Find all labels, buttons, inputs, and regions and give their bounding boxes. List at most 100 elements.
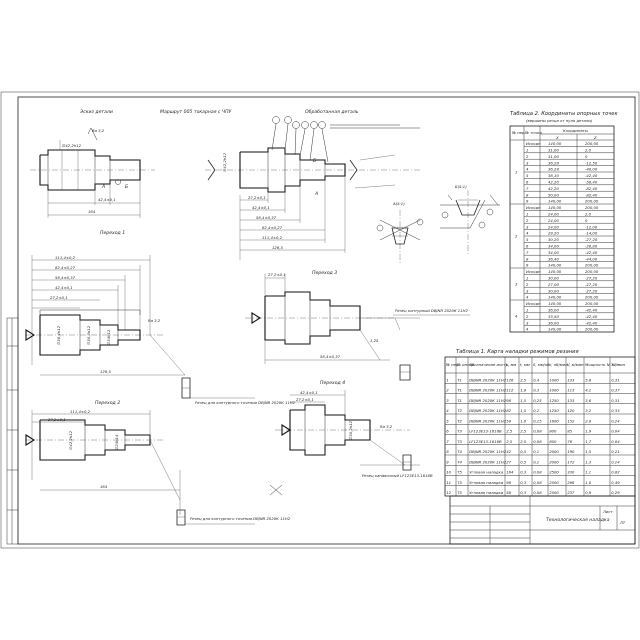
table-modes-cell: 1250 bbox=[549, 408, 559, 413]
table-points-cell: 38,10 bbox=[548, 173, 559, 178]
transition-4-view: 42,4±0,1 27,2±0,1 ∅30,2h12 Резец канавоч… bbox=[269, 390, 433, 496]
t1-dim-1: 111,4±0,2 bbox=[55, 255, 76, 260]
table-modes-cell: 0,31 bbox=[611, 398, 619, 403]
table-points-cell: -12,50 bbox=[585, 160, 598, 165]
table-modes-cell: 2500 bbox=[549, 490, 559, 495]
table-modes-cell: 2500 bbox=[549, 470, 559, 475]
title-block-sheet-code: ЛТ bbox=[619, 520, 626, 525]
table-modes-cell: 5,8 bbox=[585, 377, 592, 382]
table-modes-cell: 4,1 bbox=[585, 388, 591, 393]
table-points-cell: 0 bbox=[585, 218, 588, 223]
t2-dim-total: 164 bbox=[100, 484, 108, 489]
table-points-cell: 24,00 bbox=[548, 224, 559, 229]
t3-tool-note: Резец контурный DВЈNR 2020К 11Н2 bbox=[395, 308, 468, 313]
table-points-cell: -14,00 bbox=[585, 231, 598, 236]
table-points-cell: -42,40 bbox=[585, 314, 598, 319]
table-modes-cell: 330 bbox=[567, 470, 575, 475]
t1-dim-d2: ∅30,2h12 bbox=[86, 325, 91, 345]
sheet-outer-frame bbox=[0, 91, 640, 549]
table-points-cell: 34,00 bbox=[548, 244, 559, 249]
table-modes-cell: 0,04 bbox=[611, 429, 620, 434]
table-modes-cell: 0,3 bbox=[533, 388, 540, 393]
table-points-cell: 2,0 bbox=[585, 148, 592, 153]
mach-dim-2: 42,4±0,1 bbox=[252, 205, 270, 210]
table-modes-cell: 98 bbox=[506, 398, 511, 403]
table-points-cell: Исходн bbox=[526, 301, 541, 306]
table-points-cell: 30,00 bbox=[548, 276, 559, 281]
table-modes-cell: 27 bbox=[506, 459, 511, 464]
t1-dim-4: 42,4±0,1 bbox=[55, 285, 73, 290]
table-modes-cell: 2000 bbox=[549, 449, 559, 454]
transition-2-view: 111,4±0,2 27,2±0,1 164 ∅42,2h12 ∅24h14 Р… bbox=[25, 409, 291, 526]
table-modes-cell: 0,33 bbox=[611, 408, 620, 413]
t4-dim-2: 27,2±0,1 bbox=[296, 397, 314, 402]
table-modes-cell: 4 bbox=[446, 408, 449, 413]
table-points-cell: 8 bbox=[526, 192, 529, 197]
title-block: Технологическая наладка Лист ЛТ bbox=[449, 495, 636, 545]
title-block-sheet-label: Лист bbox=[602, 509, 613, 514]
table-modes-cell: 0,21 bbox=[611, 449, 619, 454]
table-points-cell: 3 bbox=[526, 320, 529, 325]
table-points-cell: 140,00 bbox=[548, 327, 562, 332]
mach-dim-3: 58,4±0,37 bbox=[256, 215, 277, 220]
table-points-group: 4 bbox=[515, 314, 518, 319]
table-modes-cell: 1250 bbox=[549, 398, 559, 403]
table-points-cell: 140,00 bbox=[548, 301, 562, 306]
mach-marker-a: А bbox=[314, 191, 318, 197]
table-modes-cell: Угловая наладка bbox=[469, 470, 504, 475]
table-modes-header: Т₀, мин bbox=[611, 362, 626, 367]
table-modes-cell: DВЈNR 2020К 11Н2 bbox=[469, 418, 507, 423]
machined-part: 27,2±0,1 42,4±0,1 58,4±0,37 82,4±0,27 11… bbox=[205, 116, 420, 260]
table-modes-cell: 0,14 bbox=[611, 459, 620, 464]
table-points-cell: 140,00 bbox=[548, 205, 562, 210]
table-points-cell: 4 bbox=[526, 327, 529, 332]
table-modes-cell: Т3 bbox=[457, 439, 462, 444]
table-points-cell: 31,00 bbox=[548, 154, 559, 159]
mach-dim-4: 82,4±0,27 bbox=[262, 225, 283, 230]
table-modes-cell: 0,5 bbox=[520, 449, 527, 454]
table-modes-header: L, мм bbox=[506, 362, 516, 367]
table-points-cell: -27,20 bbox=[585, 276, 598, 281]
table-points-cell: -44,00 bbox=[585, 256, 598, 261]
table-points-cell: 2 bbox=[526, 314, 529, 319]
table-modes-cell: Т1 bbox=[457, 388, 462, 393]
table-points-cell: -82,40 bbox=[585, 186, 598, 191]
table-points-cell: 5 bbox=[526, 237, 529, 242]
table-points-cell: 140,00 bbox=[548, 269, 562, 274]
table-points-cell: Исходн bbox=[526, 141, 541, 146]
table-modes-cell: 2000 bbox=[549, 459, 559, 464]
table-modes-cell: 286 bbox=[567, 480, 575, 485]
table-points-cell: 200,00 bbox=[585, 269, 599, 274]
label-transition-4: Переход 4 bbox=[320, 380, 345, 386]
table-modes-cell: LF123Е13-1616В bbox=[469, 429, 502, 434]
table-modes-cell: 42 bbox=[506, 449, 511, 454]
table-modes-cell: 0,37 bbox=[611, 388, 620, 393]
table-points-cell: 27,00 bbox=[548, 282, 559, 287]
table-modes-cell: 0,25 bbox=[533, 398, 542, 403]
table-modes-cell: 9 bbox=[446, 459, 449, 464]
table-modes-cell: 2,5 bbox=[506, 439, 513, 444]
table-modes-cell: 190 bbox=[567, 449, 575, 454]
table-modes-cell: 2 bbox=[446, 388, 449, 393]
table-modes-cell: Т5 bbox=[457, 490, 462, 495]
table-points-cell: 4 bbox=[526, 231, 529, 236]
table-points-cell: -27,20 bbox=[585, 288, 598, 293]
table-points-cell: 33,50 bbox=[548, 314, 559, 319]
t3-dim-bottom: 58,4±0,37 bbox=[320, 354, 341, 359]
blank-ra: Ra 3,2 bbox=[92, 128, 105, 133]
table-points-cell: -58,40 bbox=[585, 180, 598, 185]
table-modes-cell: 0,08 bbox=[533, 490, 542, 495]
table-modes-cell: 126 bbox=[506, 377, 514, 382]
table-modes-cell: 3 bbox=[446, 398, 449, 403]
table-modes-cell: 800 bbox=[549, 439, 557, 444]
table-modes-cell: DВЈNR 2020К 11Н2 bbox=[469, 398, 507, 403]
table-modes-cell: 0,08 bbox=[533, 480, 542, 485]
label-section-b: Б(5:1) bbox=[455, 184, 467, 189]
table-points-cell: 6 bbox=[526, 180, 529, 185]
table-points-subtitle: (вершины резца от нуля детали) bbox=[526, 118, 593, 123]
table-points-cell: 1 bbox=[526, 308, 528, 313]
table-points-cell: 30,00 bbox=[548, 288, 559, 293]
table-points-cell: 2 bbox=[526, 218, 529, 223]
t1-dim-3: 58,4±0,37 bbox=[55, 275, 76, 280]
